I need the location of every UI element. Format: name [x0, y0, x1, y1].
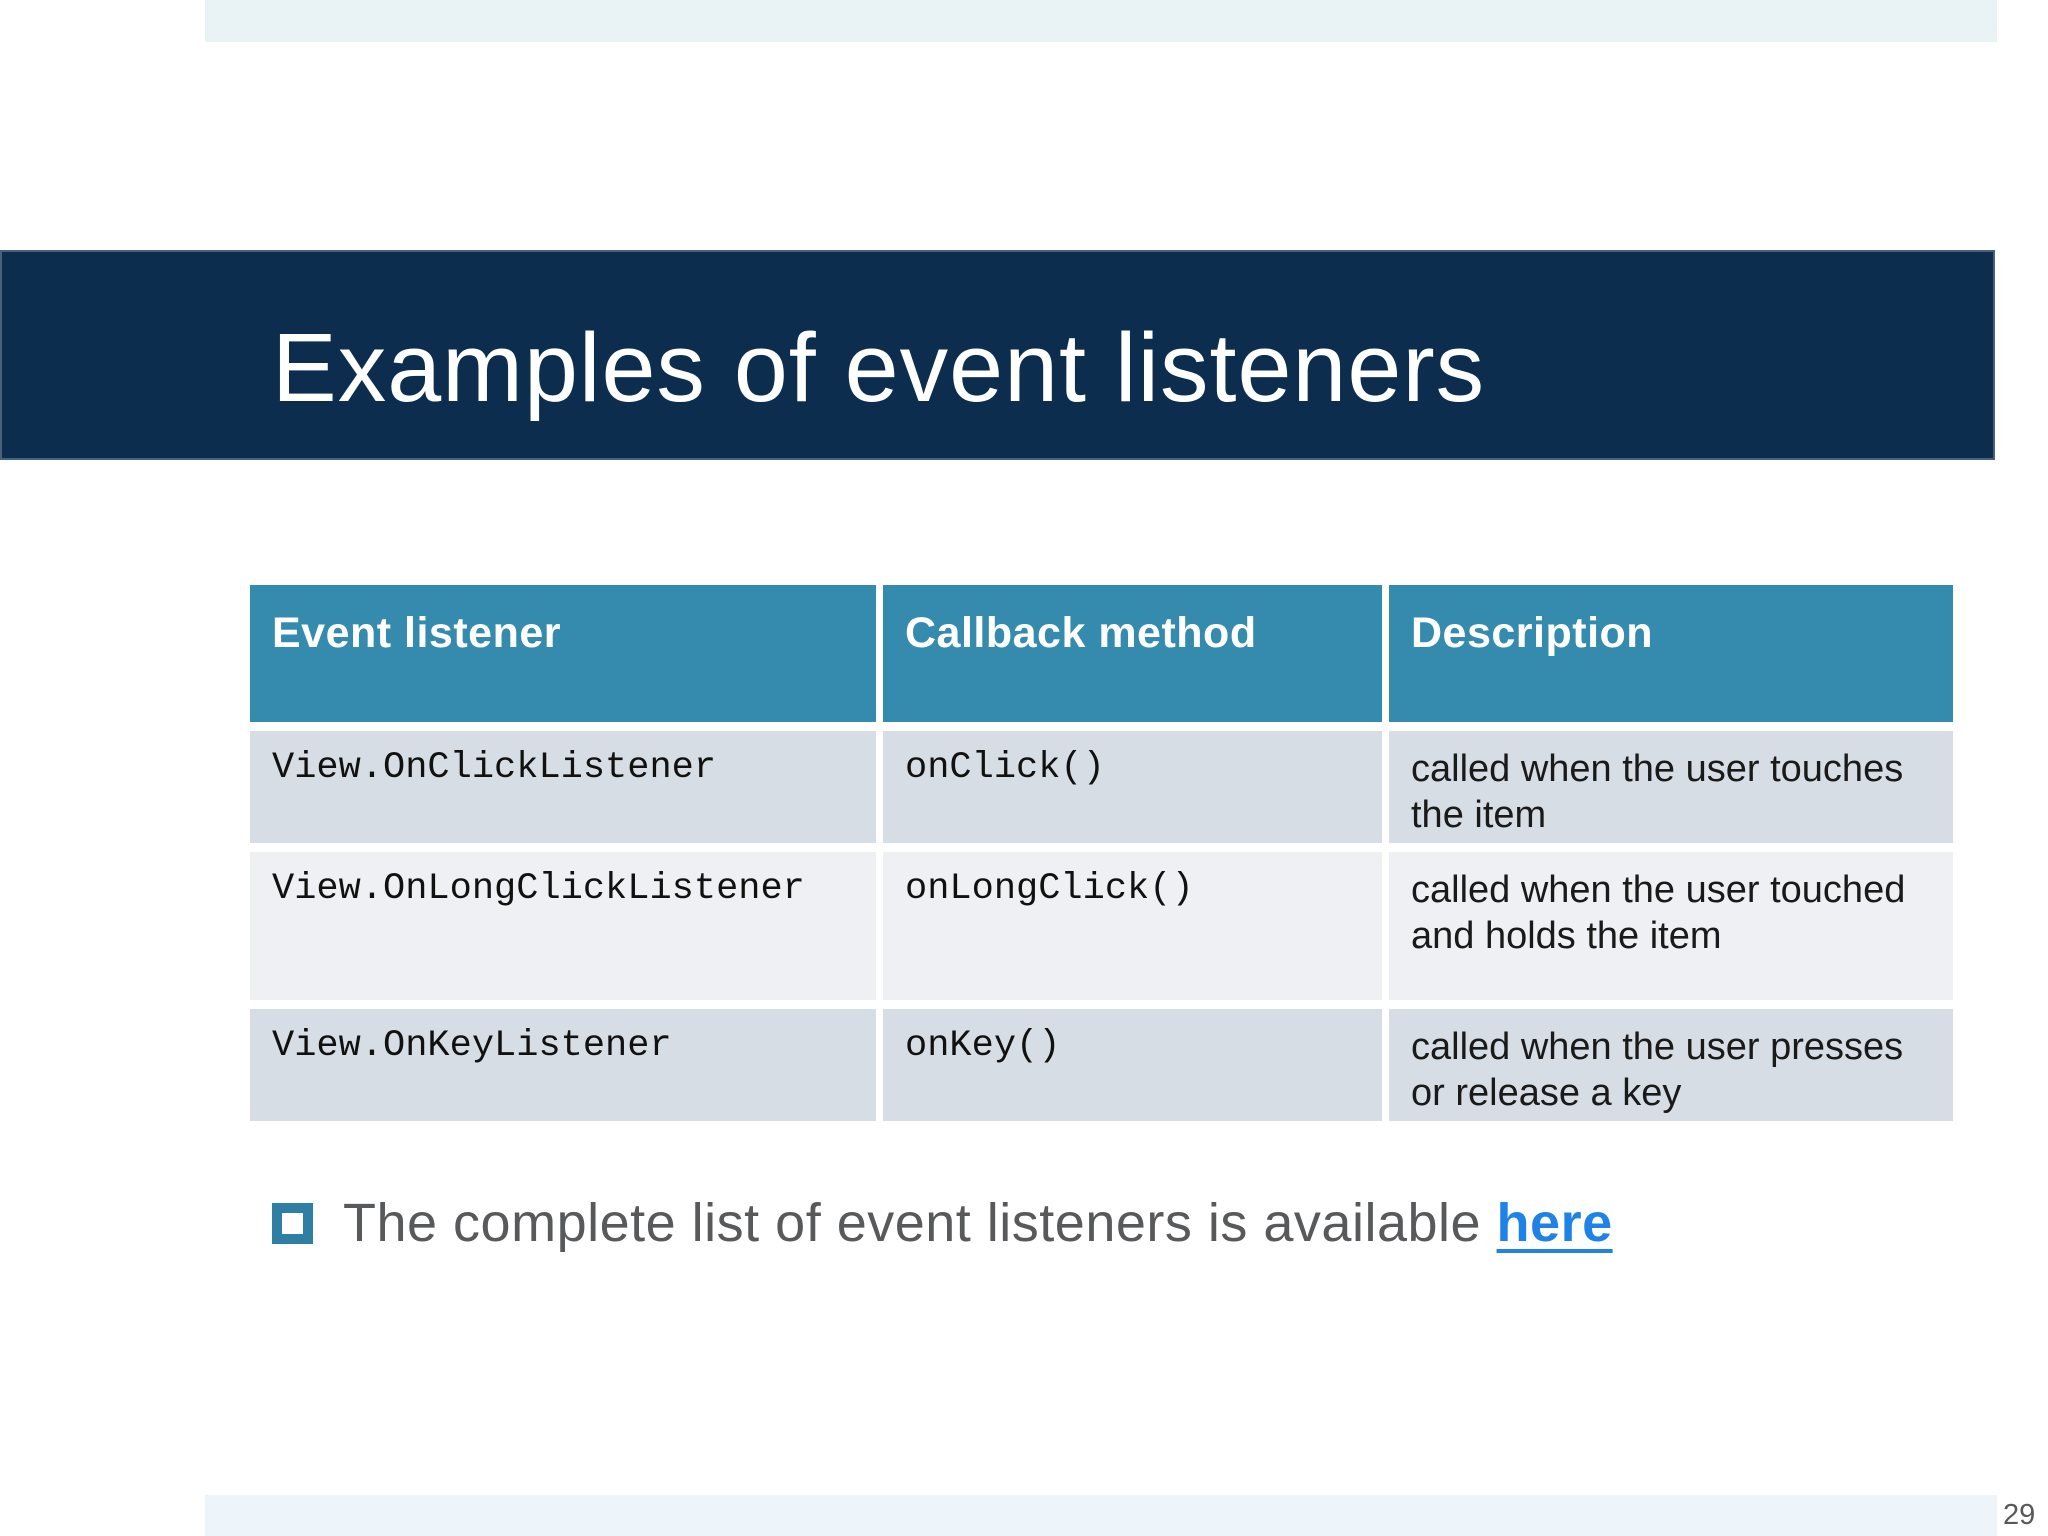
header-description: Description [1389, 585, 1953, 722]
cell-description: called when the user touched and holds t… [1389, 852, 1953, 1000]
top-accent-bar [205, 0, 1997, 42]
cell-listener: View.OnClickListener [250, 731, 876, 843]
event-listeners-table: Event listener Callback method Descripti… [250, 585, 1953, 1130]
header-callback-method: Callback method [883, 585, 1382, 722]
title-banner: Examples of event listeners [0, 250, 1995, 460]
table-row: View.OnLongClickListener onLongClick() c… [250, 852, 1953, 1000]
complete-list-link[interactable]: here [1496, 1193, 1613, 1253]
cell-listener: View.OnKeyListener [250, 1009, 876, 1121]
cell-callback: onKey() [883, 1009, 1382, 1121]
header-event-listener: Event listener [250, 585, 876, 722]
bottom-accent-bar [205, 1495, 1997, 1536]
note-text-body: The complete list of event listeners is … [343, 1193, 1497, 1253]
cell-callback: onLongClick() [883, 852, 1382, 1000]
note-line: The complete list of event listeners is … [272, 1192, 1972, 1254]
cell-description: called when the user touches the item [1389, 731, 1953, 843]
cell-listener: View.OnLongClickListener [250, 852, 876, 1000]
table-header-row: Event listener Callback method Descripti… [250, 585, 1953, 722]
square-bullet-icon [272, 1203, 313, 1244]
note-text: The complete list of event listeners is … [343, 1192, 1613, 1254]
cell-callback: onClick() [883, 731, 1382, 843]
slide-title: Examples of event listeners [272, 313, 1486, 422]
cell-description: called when the user presses or release … [1389, 1009, 1953, 1121]
page-number: 29 [2003, 1499, 2036, 1531]
table-row: View.OnKeyListener onKey() called when t… [250, 1009, 1953, 1121]
table-row: View.OnClickListener onClick() called wh… [250, 731, 1953, 843]
